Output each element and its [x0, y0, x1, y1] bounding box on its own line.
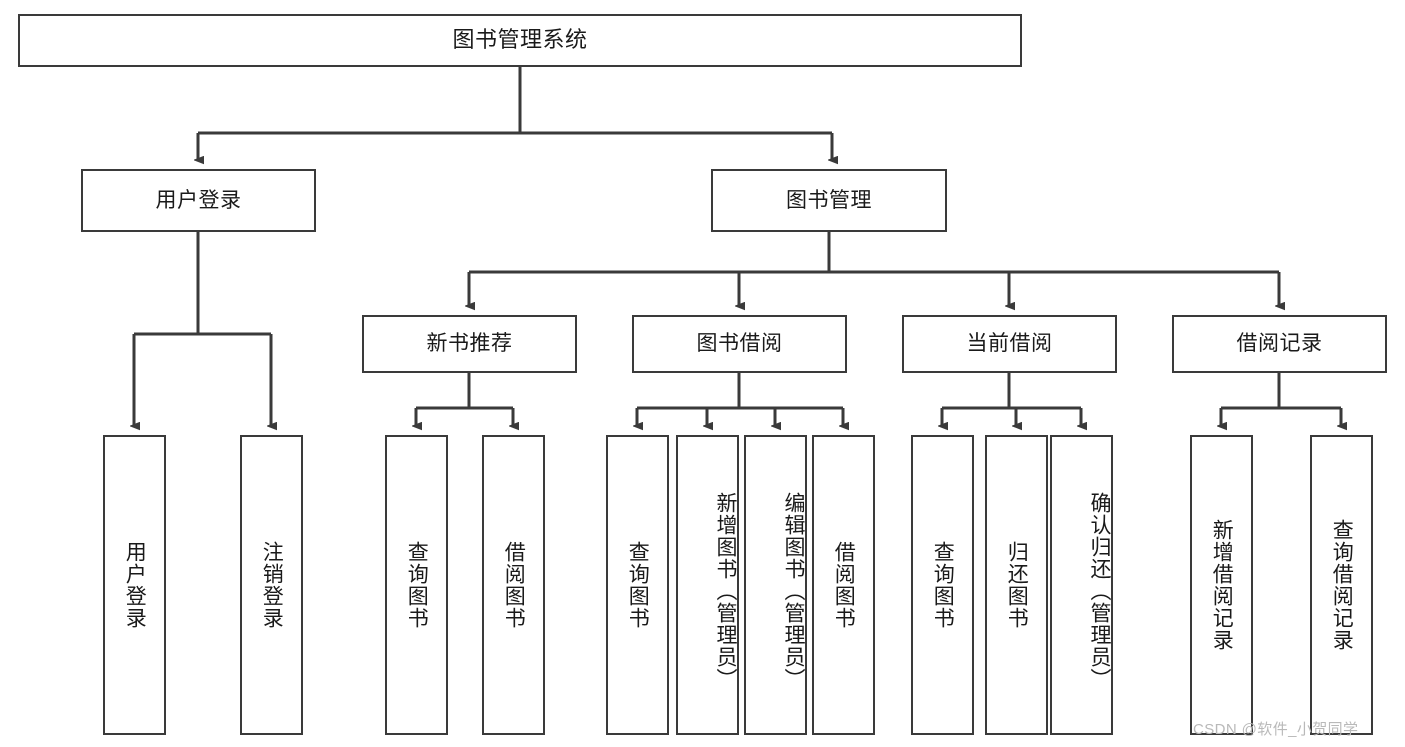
node-label: 借阅图书 — [832, 541, 856, 629]
node-leaf-3[interactable]: 借阅图书 — [482, 435, 545, 735]
node-leaf-12[interactable]: 查询借阅记录 — [1310, 435, 1373, 735]
node-label: 新书推荐 — [426, 332, 513, 356]
node-leaf-1[interactable]: 注销登录 — [240, 435, 303, 735]
node-label: 新增图书（管理员） — [714, 492, 737, 690]
node-label: 用户登录 — [155, 188, 242, 212]
node-label: 归还图书 — [1005, 541, 1029, 629]
node-label: 查询借阅记录 — [1330, 519, 1354, 651]
node-label: 借阅记录 — [1236, 332, 1323, 356]
node-tier3-图书借阅[interactable]: 图书借阅 — [632, 315, 847, 373]
node-tier2-图书管理[interactable]: 图书管理 — [711, 169, 947, 232]
node-label: 查询图书 — [931, 541, 955, 629]
node-leaf-8[interactable]: 查询图书 — [911, 435, 974, 735]
node-label: 编辑图书（管理员） — [782, 492, 805, 690]
node-root-图书管理系统[interactable]: 图书管理系统 — [18, 14, 1022, 67]
node-label: 注销登录 — [260, 541, 284, 629]
node-label: 新增借阅记录 — [1210, 519, 1234, 651]
node-label: 当前借阅 — [966, 332, 1053, 356]
node-leaf-2[interactable]: 查询图书 — [385, 435, 448, 735]
node-leaf-10[interactable]: 确认归还（管理员） — [1050, 435, 1113, 735]
node-leaf-9[interactable]: 归还图书 — [985, 435, 1048, 735]
node-leaf-11[interactable]: 新增借阅记录 — [1190, 435, 1253, 735]
node-leaf-5[interactable]: 新增图书（管理员） — [676, 435, 739, 735]
node-leaf-7[interactable]: 借阅图书 — [812, 435, 875, 735]
node-label: 图书管理系统 — [452, 27, 588, 53]
node-label: 查询图书 — [626, 541, 650, 629]
node-label: 图书借阅 — [696, 332, 783, 356]
node-leaf-0[interactable]: 用户登录 — [103, 435, 166, 735]
node-leaf-4[interactable]: 查询图书 — [606, 435, 669, 735]
node-tier2-用户登录[interactable]: 用户登录 — [81, 169, 316, 232]
node-label: 借阅图书 — [502, 541, 526, 629]
node-tier3-新书推荐[interactable]: 新书推荐 — [362, 315, 577, 373]
node-leaf-6[interactable]: 编辑图书（管理员） — [744, 435, 807, 735]
node-tier3-当前借阅[interactable]: 当前借阅 — [902, 315, 1117, 373]
node-tier3-借阅记录[interactable]: 借阅记录 — [1172, 315, 1387, 373]
csdn-watermark: CSDN @软件_小贺同学 — [1193, 721, 1359, 738]
node-label: 图书管理 — [786, 188, 872, 212]
node-label: 用户登录 — [123, 541, 147, 629]
node-label: 确认归还（管理员） — [1088, 492, 1111, 690]
node-label: 查询图书 — [405, 541, 429, 629]
